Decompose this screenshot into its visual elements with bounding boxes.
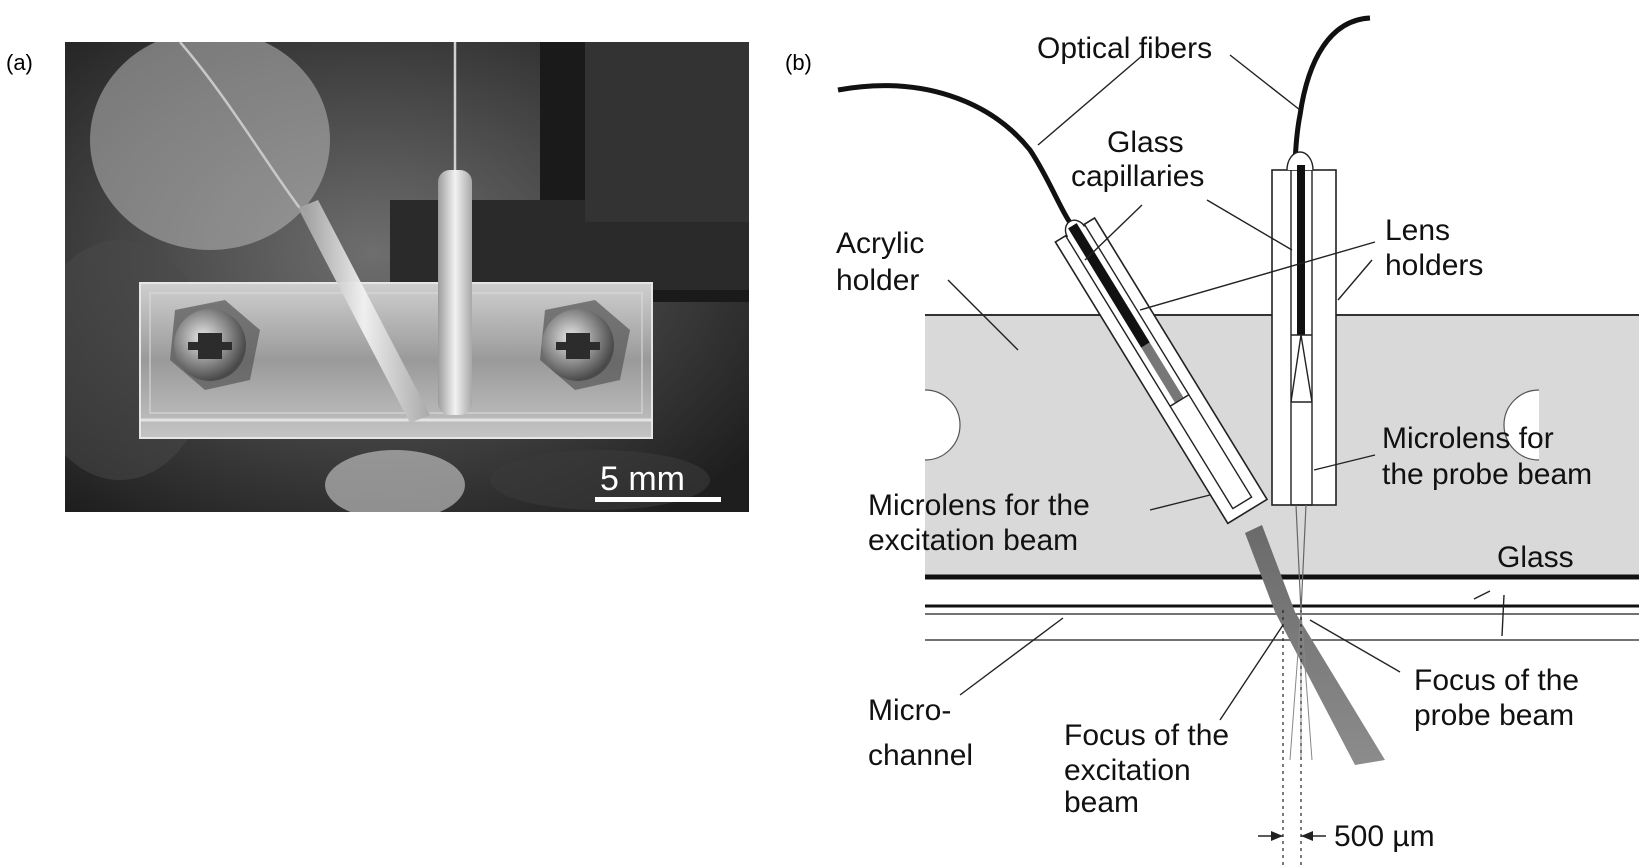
label-acrylic-holder-line2: holder: [836, 264, 919, 297]
label-glass-capillaries-line1: Glass: [1107, 126, 1184, 159]
screw-right: [540, 300, 630, 390]
panel-a-label: (a): [6, 50, 33, 75]
label-glass-capillaries-line2: capillaries: [1071, 160, 1204, 193]
schematic: Optical fibers Glass capillaries Acrylic…: [836, 15, 1639, 867]
photo-panel: 5 mm: [65, 42, 749, 512]
label-focus-excitation-line1: Focus of the: [1064, 719, 1229, 752]
label-microchannel-line2: channel: [868, 739, 973, 772]
label-microchannel-line1: Micro-: [868, 694, 951, 727]
panel-b-label: (b): [785, 50, 812, 75]
fiber-left: [837, 83, 1078, 232]
screw-left: [170, 300, 260, 390]
excitation-lens-holder: [1054, 216, 1269, 525]
scale-bar: 5 mm: [595, 460, 721, 502]
label-focus-excitation-line3: beam: [1064, 786, 1139, 819]
label-focus-probe-line1: Focus of the: [1414, 664, 1579, 697]
label-distance: 500 µm: [1334, 820, 1435, 853]
label-optical-fibers: Optical fibers: [1037, 32, 1212, 65]
label-focus-probe-line2: probe beam: [1414, 699, 1574, 732]
label-microlens-probe-line1: Microlens for: [1382, 422, 1554, 455]
leader-lines: [947, 54, 1505, 721]
label-acrylic-holder-line1: Acrylic: [836, 227, 924, 260]
photo-angled-capillary: [179, 42, 430, 423]
photo-vertical-capillary: [438, 42, 472, 415]
probe-lens-holder: [1271, 151, 1337, 506]
label-microlens-excitation-line2: excitation beam: [868, 524, 1078, 557]
label-microlens-probe-line2: the probe beam: [1382, 458, 1592, 491]
probe-beam: [1289, 504, 1313, 761]
label-glass: Glass: [1497, 541, 1574, 574]
label-lens-holders-line2: holders: [1385, 249, 1483, 282]
label-lens-holders-line1: Lens: [1385, 214, 1450, 247]
scale-bar-text: 5 mm: [600, 460, 685, 498]
fiber-right: [1292, 15, 1371, 161]
label-microlens-excitation-line1: Microlens for the: [868, 489, 1090, 522]
excitation-beam: [1245, 525, 1385, 765]
label-focus-excitation-line2: excitation: [1064, 754, 1191, 787]
distance-arrows: [1258, 831, 1326, 841]
